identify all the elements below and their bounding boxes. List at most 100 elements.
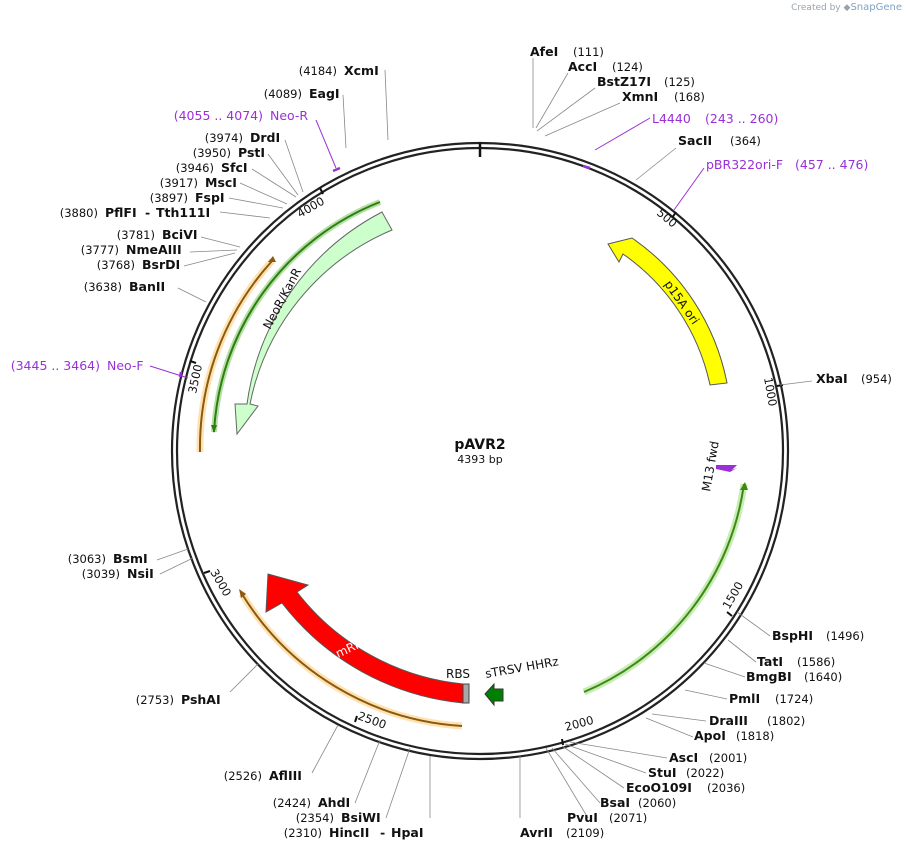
enzyme-afliii[interactable]: AflIII [269, 768, 302, 783]
strsv-hhrz-arrow[interactable] [484, 682, 504, 707]
primer-marks [178, 164, 591, 378]
neor-kanr-arrow[interactable] [234, 211, 393, 436]
credit-brand: SnapGene [850, 2, 902, 13]
enzyme-bsiwi[interactable]: BsiWI [341, 810, 381, 825]
enzyme-hpai[interactable]: HpaI [391, 825, 424, 840]
enzyme-pshai-pos: (2753) [136, 693, 174, 707]
enzyme-pvui-pos: (2071) [609, 811, 647, 825]
enzyme-psti[interactable]: PstI [238, 145, 265, 160]
enzyme-bmgbi[interactable]: BmgBI [746, 669, 792, 684]
enzyme-hincii[interactable]: HincII [329, 825, 369, 840]
enzyme-apoi[interactable]: ApoI [694, 728, 726, 743]
enzyme-acci[interactable]: AccI [568, 59, 597, 74]
enzyme-bsrdi[interactable]: BsrDI [142, 257, 180, 272]
enzyme-bsrdi-pos: (3768) [97, 258, 135, 272]
enzyme-tati-pos: (1586) [797, 655, 835, 669]
enzyme-asci[interactable]: AscI [669, 750, 698, 765]
enzyme-tth111i[interactable]: Tth111I [156, 205, 210, 220]
primer-neo-f[interactable]: Neo-F [107, 358, 144, 373]
m13-fwd-primer[interactable] [716, 465, 737, 472]
neor-orf-arrowhead [211, 425, 217, 433]
enzyme-xmni[interactable]: XmnI [622, 89, 658, 104]
enzyme-separator: - [145, 205, 150, 220]
tick-2500-mark [354, 715, 358, 723]
enzyme-ecoo109i[interactable]: EcoO109I [626, 780, 692, 795]
enzyme-eagi[interactable]: EagI [309, 86, 340, 101]
enzyme-bsai-pos: (2060) [638, 796, 676, 810]
enzyme-bsphi[interactable]: BspHI [772, 628, 813, 643]
enzyme-labels-left: XcmI (4184) EagI (4089) DrdI (3974) PstI… [60, 63, 424, 840]
primer-neo-r[interactable]: Neo-R [270, 108, 308, 123]
enzyme-pmli[interactable]: PmlI [729, 691, 760, 706]
enzyme-draiii[interactable]: DraIII [709, 713, 748, 728]
primer-l4440-range: (243 .. 260) [705, 111, 778, 126]
snapgene-credit: Created by ◆SnapGene [791, 2, 902, 13]
strsv-hhrz-label: sTRSV HHRz [484, 654, 560, 681]
enzyme-stui-pos: (2022) [686, 766, 724, 780]
enzyme-banii-pos: (3638) [84, 280, 122, 294]
enzyme-bsmi[interactable]: BsmI [113, 551, 148, 566]
enzyme-avrii[interactable]: AvrII [520, 825, 553, 840]
enzyme-pvui[interactable]: PvuI [567, 810, 598, 825]
tick-2000: 2000 [563, 713, 595, 734]
enzyme-bsmi-pos: (3063) [68, 552, 106, 566]
tick-4000-mark [319, 187, 324, 195]
tick-2000-mark [561, 738, 564, 746]
tick-1500: 1500 [719, 579, 746, 611]
leader-lines [156, 58, 813, 819]
enzyme-bsiwi-pos: (2354) [296, 811, 334, 825]
right-orf-arrowhead [740, 482, 748, 490]
enzyme-avrii-pos: (2109) [566, 826, 604, 840]
tick-1000-mark [776, 384, 784, 387]
primer-labels: L4440 (243 .. 260) pBR322ori-F (457 .. 4… [11, 108, 869, 373]
enzyme-stui[interactable]: StuI [648, 765, 677, 780]
enzyme-asci-pos: (2001) [709, 751, 747, 765]
bottom-orf-line [241, 593, 463, 727]
enzyme-pflfi[interactable]: PflFI [105, 205, 137, 220]
p15a-ori-arrow[interactable] [607, 237, 728, 386]
enzyme-drdi[interactable]: DrdI [250, 130, 280, 145]
enzyme-banii[interactable]: BanII [129, 279, 165, 294]
tick-500: 500 [654, 206, 680, 231]
enzyme-labels-right: AfeI (111) AccI (124) BstZ17I (125) XmnI… [520, 44, 892, 840]
enzyme-sacii[interactable]: SacII [678, 133, 712, 148]
enzyme-bmgbi-pos: (1640) [804, 670, 842, 684]
enzyme-nmeaiii[interactable]: NmeAIII [126, 242, 182, 257]
tick-3500: 3500 [185, 363, 205, 395]
enzyme-fspi[interactable]: FspI [195, 190, 225, 205]
rbs-label: RBS [446, 667, 470, 681]
enzyme-afei[interactable]: AfeI [530, 44, 558, 59]
enzyme-bstz17i-pos: (125) [664, 75, 695, 89]
plasmid-name: pAVR2 [454, 437, 505, 453]
enzyme-draiii-pos: (1802) [767, 714, 805, 728]
enzyme-bsai[interactable]: BsaI [600, 795, 630, 810]
enzyme-separator: - [380, 825, 385, 840]
enzyme-xbai-pos: (954) [861, 372, 892, 386]
tick-1500-mark [726, 611, 733, 617]
enzyme-bcivi[interactable]: BciVI [162, 227, 198, 242]
enzyme-msci[interactable]: MscI [205, 175, 237, 190]
enzyme-xcmi[interactable]: XcmI [344, 63, 379, 78]
enzyme-sfci[interactable]: SfcI [221, 160, 248, 175]
enzyme-xcmi-pos: (4184) [299, 64, 337, 78]
tick-3500-mark [189, 360, 197, 364]
bp-ticks: 500 1000 1500 2000 2500 3000 3500 4000 [185, 187, 784, 746]
left-orf-arrowhead [268, 256, 276, 262]
primer-neo-f-range: (3445 .. 3464) [11, 358, 100, 373]
primer-pbr322ori-f[interactable]: pBR322ori-F [706, 157, 783, 172]
enzyme-bstz17i[interactable]: BstZ17I [597, 74, 651, 89]
tick-3000: 3000 [207, 567, 234, 599]
enzyme-xbai[interactable]: XbaI [816, 371, 848, 386]
enzyme-afliii-pos: (2526) [224, 769, 262, 783]
credit-prefix: Created by [791, 3, 841, 13]
enzyme-pshai[interactable]: PshAI [181, 692, 221, 707]
enzyme-ahdi[interactable]: AhdI [318, 795, 350, 810]
enzyme-bcivi-pos: (3781) [117, 228, 155, 242]
primer-l4440[interactable]: L4440 [652, 111, 691, 126]
enzyme-pmli-pos: (1724) [775, 692, 813, 706]
enzyme-tati[interactable]: TatI [757, 654, 783, 669]
enzyme-ecoo109i-pos: (2036) [707, 781, 745, 795]
rbs-box[interactable] [462, 683, 470, 704]
mrfp1-arrow[interactable] [265, 573, 464, 704]
enzyme-nsii[interactable]: NsiI [127, 566, 154, 581]
